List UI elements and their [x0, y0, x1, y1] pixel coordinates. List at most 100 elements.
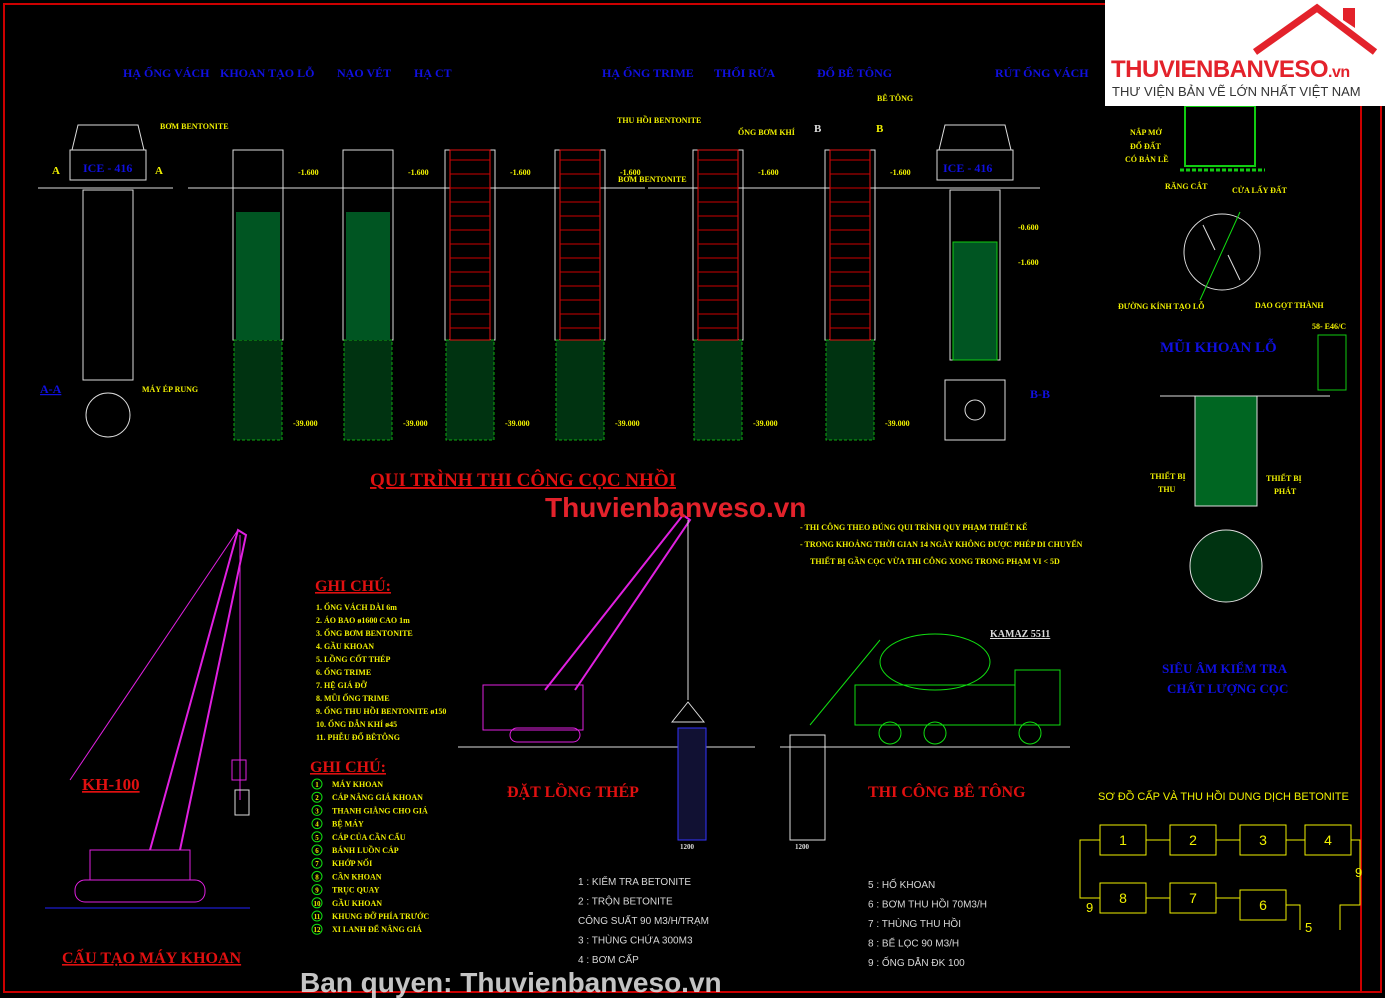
stage-heading: NẠO VÉT [337, 66, 391, 80]
drill-bucket [234, 789, 250, 816]
legend-item: 2 : TRỘN BETONITE [578, 895, 673, 908]
callout-number: 7 [315, 860, 319, 868]
label-may-ep-rung: MÁY ÉP RUNG [142, 384, 198, 394]
flow-box-label: 7 [1189, 890, 1197, 906]
dim-1200-2: 1200 [795, 843, 810, 851]
label-bom-bentonite: BƠM BENTONITE [160, 122, 229, 131]
callout-circle [311, 857, 323, 869]
note-item: XI LANH ĐỂ NÂNG GIÁ [332, 924, 422, 934]
dim-1200: 1200 [680, 843, 695, 851]
callout-number: 6 [315, 847, 319, 855]
requirement-3: THIẾT BỊ GẦN CỌC VỪA THI CÔNG XONG TRONG… [810, 556, 1060, 566]
callout-circle [311, 923, 323, 935]
level-label: -1.600 [298, 168, 319, 177]
pile-casing [789, 734, 826, 841]
crane-body [482, 684, 584, 731]
diameter-line [1199, 211, 1241, 301]
duong-kinh: ĐƯỜNG KÍNH TẠO LỖ [1118, 301, 1204, 311]
note-item: BỆ MÁY [332, 819, 364, 829]
section-a-right: A [155, 165, 163, 177]
callout-number: 12 [314, 926, 322, 934]
nap-mo-3: CÓ BẢN LỀ [1125, 154, 1169, 164]
legend-item: 6 : BƠM THU HỒI 70M3/H [868, 898, 987, 911]
flow-box-label: 8 [1119, 890, 1127, 906]
section-a-left: A [52, 165, 60, 177]
note-item: CÁP NÂNG GIÁ KHOAN [332, 792, 423, 802]
cua-lay-dat: CỬA LẤY ĐẤT [1232, 185, 1288, 195]
pile-section [1194, 395, 1258, 507]
flow-box-label: 1 [1119, 832, 1127, 848]
drill-bit-plan [1183, 213, 1261, 291]
mixer-drum [879, 633, 991, 691]
casing [824, 149, 876, 341]
chute [809, 639, 881, 726]
borehole [555, 339, 605, 441]
legend-item: 8 : BỂ LỌC 90 M3/H [868, 937, 959, 950]
requirements: - THI CÔNG THEO ĐÚNG QUI TRÌNH QUY PHẠM … [800, 522, 1083, 566]
truck-cab [1014, 669, 1061, 726]
level-label: -39.000 [753, 419, 778, 428]
pile-stage: -1.600-39.000 [510, 149, 645, 441]
pile-stage: -1.600 -39.000 [400, 149, 535, 441]
drawing-frame [3, 3, 1382, 993]
device-label: 58- E46/C [1312, 322, 1346, 331]
callout-circle [311, 910, 323, 922]
stage-heading: ĐỔ BÊ TÔNG [817, 65, 892, 80]
drill-blades [1202, 224, 1241, 281]
level-label: -39.000 [615, 419, 640, 428]
us-right-2: PHÁT [1274, 486, 1297, 496]
callout-circle [311, 884, 323, 896]
level-label: -39.000 [293, 419, 318, 428]
steel-cage [677, 727, 707, 841]
stage-heading: RÚT ỐNG VÁCH [995, 65, 1089, 80]
plan-bb [944, 379, 1006, 441]
level-label: -39.000 [403, 419, 428, 428]
note-item: 3. ỐNG BƠM BENTONITE [316, 628, 413, 638]
cage-title: ĐẶT LỒNG THÉP [507, 781, 639, 801]
truck-model: KAMAZ 5511 [990, 629, 1050, 640]
borehole [343, 339, 393, 441]
note-item: 11. PHỄU ĐỔ BÊTÔNG [316, 732, 400, 742]
plan-bb-circle [964, 399, 986, 421]
level-label: -1.600 [408, 168, 429, 177]
callout-number: 5 [315, 834, 319, 842]
ice-label-2: ICE - 416 [943, 161, 992, 175]
pipe-label: 5 [1305, 920, 1312, 935]
concreting-title: THI CÔNG BÊ TÔNG [868, 782, 1026, 801]
bentonite-fill [346, 212, 390, 340]
note-item: 5. LỒNG CỐT THÉP [316, 654, 391, 664]
stage-heading: HẠ ỐNG VÁCH [123, 65, 210, 80]
callout-circle [311, 804, 323, 816]
legend-item: 3 : THÙNG CHỨA 300M3 [578, 934, 693, 947]
callout-number: 8 [315, 873, 319, 881]
callout-circle [311, 791, 323, 803]
pile-stage: -1.600 -39.000 [188, 149, 323, 441]
bucket-shape [1184, 105, 1256, 167]
machine-body [89, 849, 191, 881]
note-item: KHỚP NỐI [332, 858, 372, 868]
ultrasound-device [1317, 334, 1347, 391]
note-item: TRỤC QUAY [332, 886, 380, 895]
drill-bit-detail: NẮP MỞ ĐỔ ĐẤT CÓ BẢN LỀ RĂNG CẮT CỬA LẤY… [1118, 105, 1346, 356]
callout-circle [311, 844, 323, 856]
site-logo: THUVIENBANVESO.vn THƯ VIỆN BẢN VẼ LỚN NH… [1105, 0, 1385, 106]
main-title: QUI TRÌNH THI CÔNG CỌC NHỒI [370, 469, 676, 491]
dao-got: DAO GỌT THÀNH [1255, 300, 1324, 310]
requirement-1: - THI CÔNG THEO ĐÚNG QUI TRÌNH QUY PHẠM … [800, 522, 1027, 532]
rebar-cage [697, 149, 739, 341]
level-label: -39.000 [885, 419, 910, 428]
callout-circle [311, 870, 323, 882]
note-item: 6. ỐNG TRIME [316, 667, 371, 677]
watermark-bottom: Ban quyen: Thuvienbanveso.vn [300, 967, 722, 998]
ultrasound-detail: THIẾT BỊ THU THIẾT BỊ PHÁT SIÊU ÂM KIỂM … [1150, 334, 1347, 696]
lift-cable [69, 529, 239, 781]
rebar-cage [449, 149, 491, 341]
legend-item: 7 : THÙNG THU HỒI [868, 917, 961, 930]
casing [554, 149, 606, 341]
pile-plan [1189, 529, 1263, 603]
callout-number: 1 [315, 781, 319, 789]
flow-box-label: 6 [1259, 897, 1267, 913]
casing [692, 149, 744, 341]
